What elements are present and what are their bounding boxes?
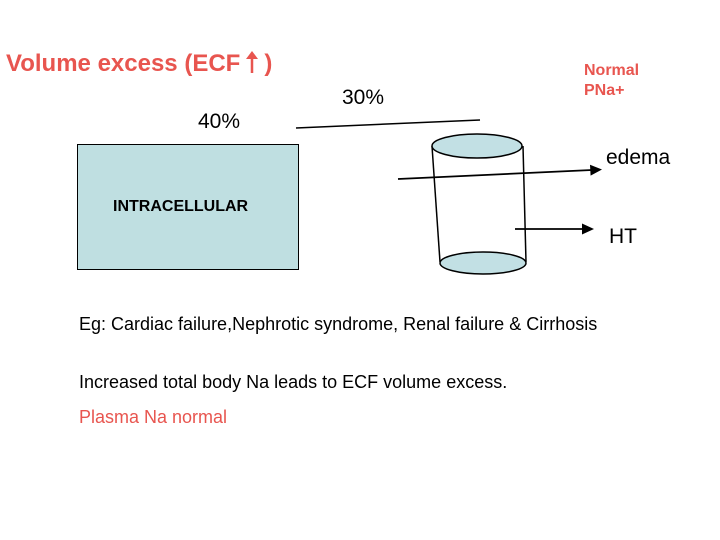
ecf-pointer-line	[295, 119, 481, 129]
ecf-percent-label: 30%	[342, 86, 385, 109]
title-close-paren: )	[264, 50, 273, 77]
intracellular-label: INTRACELLULAR	[113, 198, 249, 215]
increased-na-text: Increased total body Na leads to ECF vol…	[79, 372, 508, 392]
ecf-cylinder	[431, 133, 527, 275]
normal-pna-label: Normal PNa+	[584, 62, 640, 99]
slide-title: Volume excess (ECF)	[6, 50, 272, 78]
examples-text: Eg: Cardiac failure,Nephrotic syndrome, …	[79, 314, 598, 334]
ht-arrow	[515, 223, 594, 235]
up-arrow-icon	[246, 51, 259, 73]
intracellular-box	[77, 144, 299, 270]
edema-label: edema	[606, 146, 671, 169]
edema-arrow	[397, 164, 602, 180]
plasma-na-text: Plasma Na normal	[79, 407, 228, 427]
title-text: Volume excess (ECF	[6, 50, 241, 77]
cylinder-bottom-cap	[439, 251, 527, 275]
ht-label: HT	[609, 225, 637, 248]
intracellular-percent-label: 40%	[198, 110, 241, 133]
cylinder-top-cap	[431, 133, 523, 159]
